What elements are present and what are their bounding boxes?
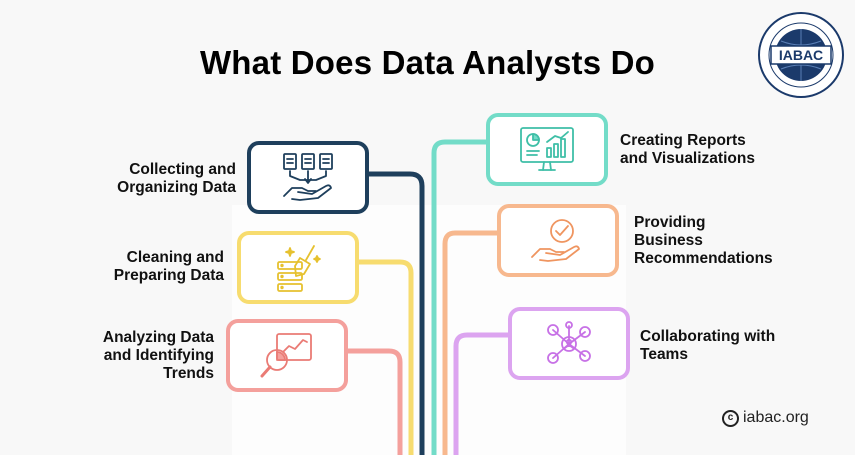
hand-check-icon <box>531 218 580 262</box>
copyright: c iabac.org <box>722 409 809 427</box>
label-collaborating: Collaborating with Teams <box>640 328 776 363</box>
card-cleaning <box>237 231 359 304</box>
connector-collecting <box>366 171 425 455</box>
monitor-chart-icon <box>520 126 574 171</box>
copyright-icon: c <box>722 409 739 427</box>
label-analyzing: Analyzing Data and Identifying Trends <box>102 329 214 382</box>
card-analyzing <box>226 319 348 392</box>
connector-reports <box>431 139 488 455</box>
connector-analyzing <box>345 348 403 455</box>
documents-hand-icon <box>283 152 333 201</box>
label-collecting: Collecting and Organizing Data <box>117 161 236 196</box>
logo-text: IABAC <box>779 47 823 63</box>
connector-recommendations <box>442 230 499 455</box>
label-reports: Creating Reports and Visualizations <box>620 132 755 167</box>
iabac-logo: IABAC <box>758 12 844 98</box>
broom-database-icon <box>277 244 321 292</box>
card-reports <box>486 113 608 186</box>
label-cleaning: Cleaning and Preparing Data <box>113 249 224 284</box>
page-title: What Does Data Analysts Do <box>199 44 656 81</box>
connector-cleaning <box>356 259 414 455</box>
connector-collaborating <box>453 332 510 455</box>
magnifier-chart-icon <box>260 332 312 377</box>
label-recommendations: Providing Business Recommendations <box>634 214 773 267</box>
card-collecting <box>247 141 369 214</box>
copyright-text: iabac.org <box>743 409 809 426</box>
team-network-icon <box>547 320 591 364</box>
card-recommendations <box>497 204 619 277</box>
card-collaborating <box>508 307 630 380</box>
